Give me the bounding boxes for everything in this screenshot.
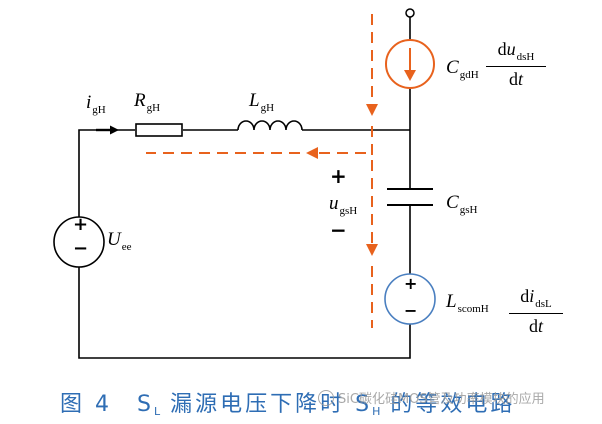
resistor-rgh (135, 123, 183, 137)
ugsh-plus-sign: + (330, 164, 347, 188)
label-uee: Uee (107, 229, 132, 253)
label-igh: igH (86, 92, 106, 116)
voltage-source-uee (53, 216, 105, 268)
label-cgdh: CgdH (446, 57, 479, 81)
ugsh-minus-sign: − (330, 218, 347, 242)
lscom-plus-sign: + (404, 274, 418, 293)
uee-minus-sign: − (73, 238, 89, 259)
current-source-cgdh (385, 39, 435, 89)
loop-arrowhead-left (306, 147, 318, 159)
terminal-node (405, 8, 415, 18)
voltage-source-lscomh (384, 273, 436, 325)
capacitor-cgsh (387, 188, 433, 206)
wechat-icon (318, 390, 334, 406)
wires (78, 16, 411, 359)
fraction-didsl-dt: didsL dt (509, 287, 563, 335)
current-arrow-head (110, 125, 119, 135)
label-rgh: RgH (134, 90, 161, 114)
loop-dashed-path (146, 14, 373, 328)
label-lgh: LgH (249, 90, 275, 114)
wire-left-top (78, 129, 135, 222)
watermark: SiC碳化硅MOS管及功率模块的应用 (318, 388, 545, 407)
loop-arrowheads (306, 104, 378, 256)
label-lscomh: LscomH (446, 291, 489, 315)
label-ugsh: ugsH (329, 193, 358, 217)
loop-arrowhead-down-1 (366, 104, 378, 116)
figure-caption: 图 4 SL 漏源电压下降时 SH 的等效电路 (60, 392, 516, 418)
lscom-minus-sign: − (404, 301, 418, 320)
loop-arrowhead-down-2 (366, 244, 378, 256)
uee-plus-sign: + (73, 214, 89, 235)
inductor-lgh (237, 120, 303, 131)
fraction-dudsh-dt: dudsH dt (486, 40, 546, 88)
label-cgsh: CgsH (446, 192, 478, 216)
wire-bottom (78, 262, 411, 359)
